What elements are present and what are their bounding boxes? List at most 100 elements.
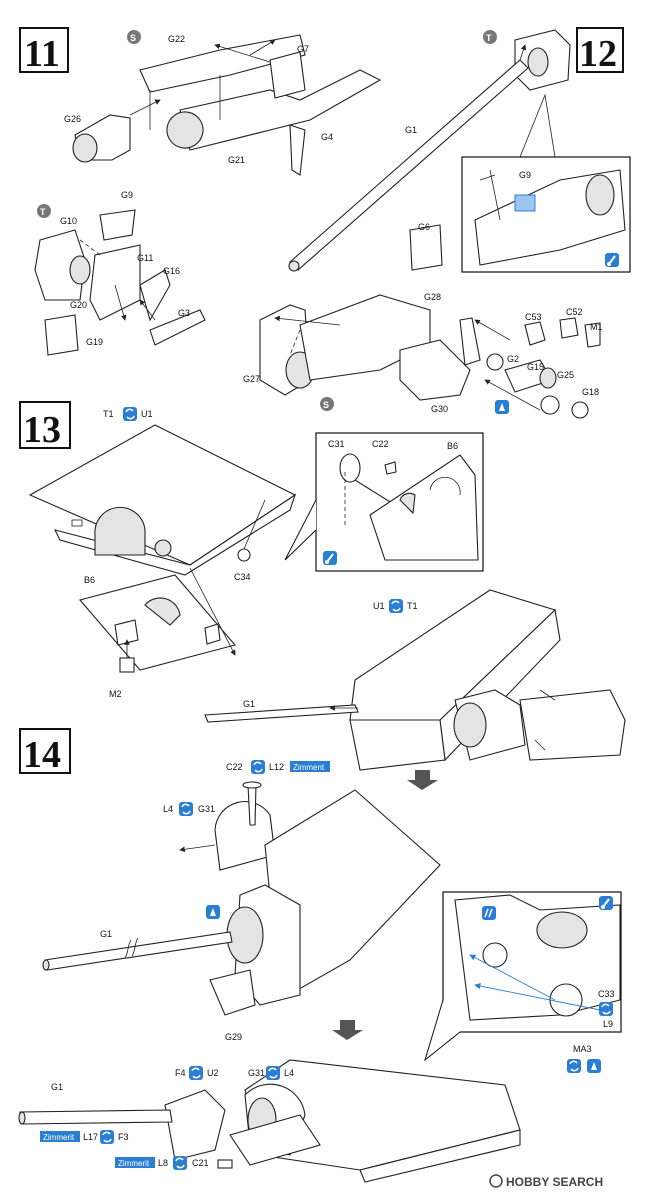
label-c33: C33 [598,989,615,999]
gun-breech-subassembly [34,209,206,356]
step-13-box [19,401,71,449]
label-g4: G4 [321,132,333,142]
label-g27: G27 [243,374,260,384]
label-g7: G7 [297,44,309,54]
inset-breech-detail [474,169,626,266]
zimmerit-label-3: Zimmerit [118,1159,150,1168]
final-superstructure-view [164,1059,521,1183]
step-11-number: 11 [24,33,60,75]
label-g19: G19 [86,337,103,347]
zimmerit-label-2: Zimmerit [43,1133,75,1142]
label-g31b: G31 [248,1068,265,1078]
label-l12: L12 [269,762,284,772]
step-12-box [576,27,624,73]
label-t1a: T1 [103,409,114,419]
swap-icon [99,1129,115,1145]
label-g28: G28 [424,292,441,302]
label-g26: G26 [64,114,81,124]
watermark-text: HOBBY SEARCH [506,1175,603,1189]
g1-final-barrel-part [18,1109,173,1125]
label-g31a: G31 [198,804,215,814]
hobby-search-watermark: HOBBY SEARCH [489,1174,603,1189]
label-l8: L8 [158,1158,168,1168]
step-14-box [19,728,71,774]
swap-icon [172,1155,188,1171]
swap-icon [598,1001,614,1017]
swap-icon [265,1065,281,1081]
swap-icon [188,1065,204,1081]
glue-icon [206,905,220,919]
label-u1a: U1 [141,409,153,419]
label-g20: G20 [70,300,87,310]
zimmerit-pattern-icon [482,906,496,920]
muzzle-brake-part [514,29,571,91]
label-g30: G30 [431,404,448,414]
svg-text:T: T [40,207,46,217]
g1-long-barrel-part [42,931,233,971]
s-marker-icon: S [127,30,141,44]
step-14-number: 14 [23,734,61,776]
label-g1d: G1 [51,1082,63,1092]
label-g1c: G1 [100,929,112,939]
label-g6: G6 [418,222,430,232]
g15-g25-ring-parts [486,353,589,419]
label-l4b: L4 [284,1068,294,1078]
step-11-section: 11 S G22 G7 G26 G21 G4 T [19,27,382,356]
label-g9b: G9 [519,170,531,180]
superstructure-front-plate [28,424,297,576]
gun-cradle-part [139,34,382,176]
label-g10: G10 [60,216,77,226]
label-g3: G3 [178,308,190,318]
label-m1: M1 [590,322,603,332]
label-c53: C53 [525,312,542,322]
label-l9: L9 [603,1019,613,1029]
label-g25: G25 [557,370,574,380]
t-marker-icon: T [483,30,497,44]
label-l17: L17 [83,1132,98,1142]
step-11-box [19,27,69,73]
step-13-section: 13 T1 U1 C34 B6 M2 [19,401,626,771]
label-g21: G21 [228,155,245,165]
swap-icon [566,1058,582,1074]
label-ma3: MA3 [573,1044,592,1054]
swap-icon [178,801,194,817]
swap-icon [250,759,266,775]
t-marker-icon: T [37,204,51,218]
superstructure-gun-assembly [204,589,626,771]
zimmerit-tag [115,1157,155,1168]
paint-brush-icon [323,551,337,565]
zimmerit-label-1: Zimment [293,763,325,772]
label-g1b: G1 [243,699,255,709]
label-c34: C34 [234,572,251,582]
label-f3: F3 [118,1132,129,1142]
label-l4a: L4 [163,804,173,814]
g31-mantlet-part [214,781,276,871]
label-g16: G16 [163,266,180,276]
paint-brush-icon [599,896,613,910]
glue-icon [495,400,509,414]
step-14-section: 14 C22 L12 Zimment L4 G31 G1 [18,728,622,1183]
label-f4: F4 [175,1068,186,1078]
swap-icon [122,406,138,422]
label-c22a: C22 [372,439,389,449]
label-m2: M2 [109,689,122,699]
label-g11: G11 [137,253,153,263]
swap-icon [388,598,404,614]
c21-part [217,1159,233,1169]
label-g29: G29 [225,1032,242,1042]
s-marker-icon: S [320,397,334,411]
step-12-section: 12 T G9 [243,27,631,419]
g1-gun-barrel-part [288,59,529,272]
step-12-number: 12 [579,33,617,75]
svg-text:T: T [486,33,492,43]
label-g18: G18 [582,387,599,397]
label-u2: U2 [207,1068,219,1078]
down-arrow-icon [407,770,438,790]
inset-b6-plate [369,454,479,561]
label-c22b: C22 [226,762,243,772]
label-g22: G22 [168,34,185,44]
zimmerit-tag [40,1131,80,1142]
inset-mantlet-detail [454,894,621,1021]
superstructure-side-view [209,789,441,1016]
